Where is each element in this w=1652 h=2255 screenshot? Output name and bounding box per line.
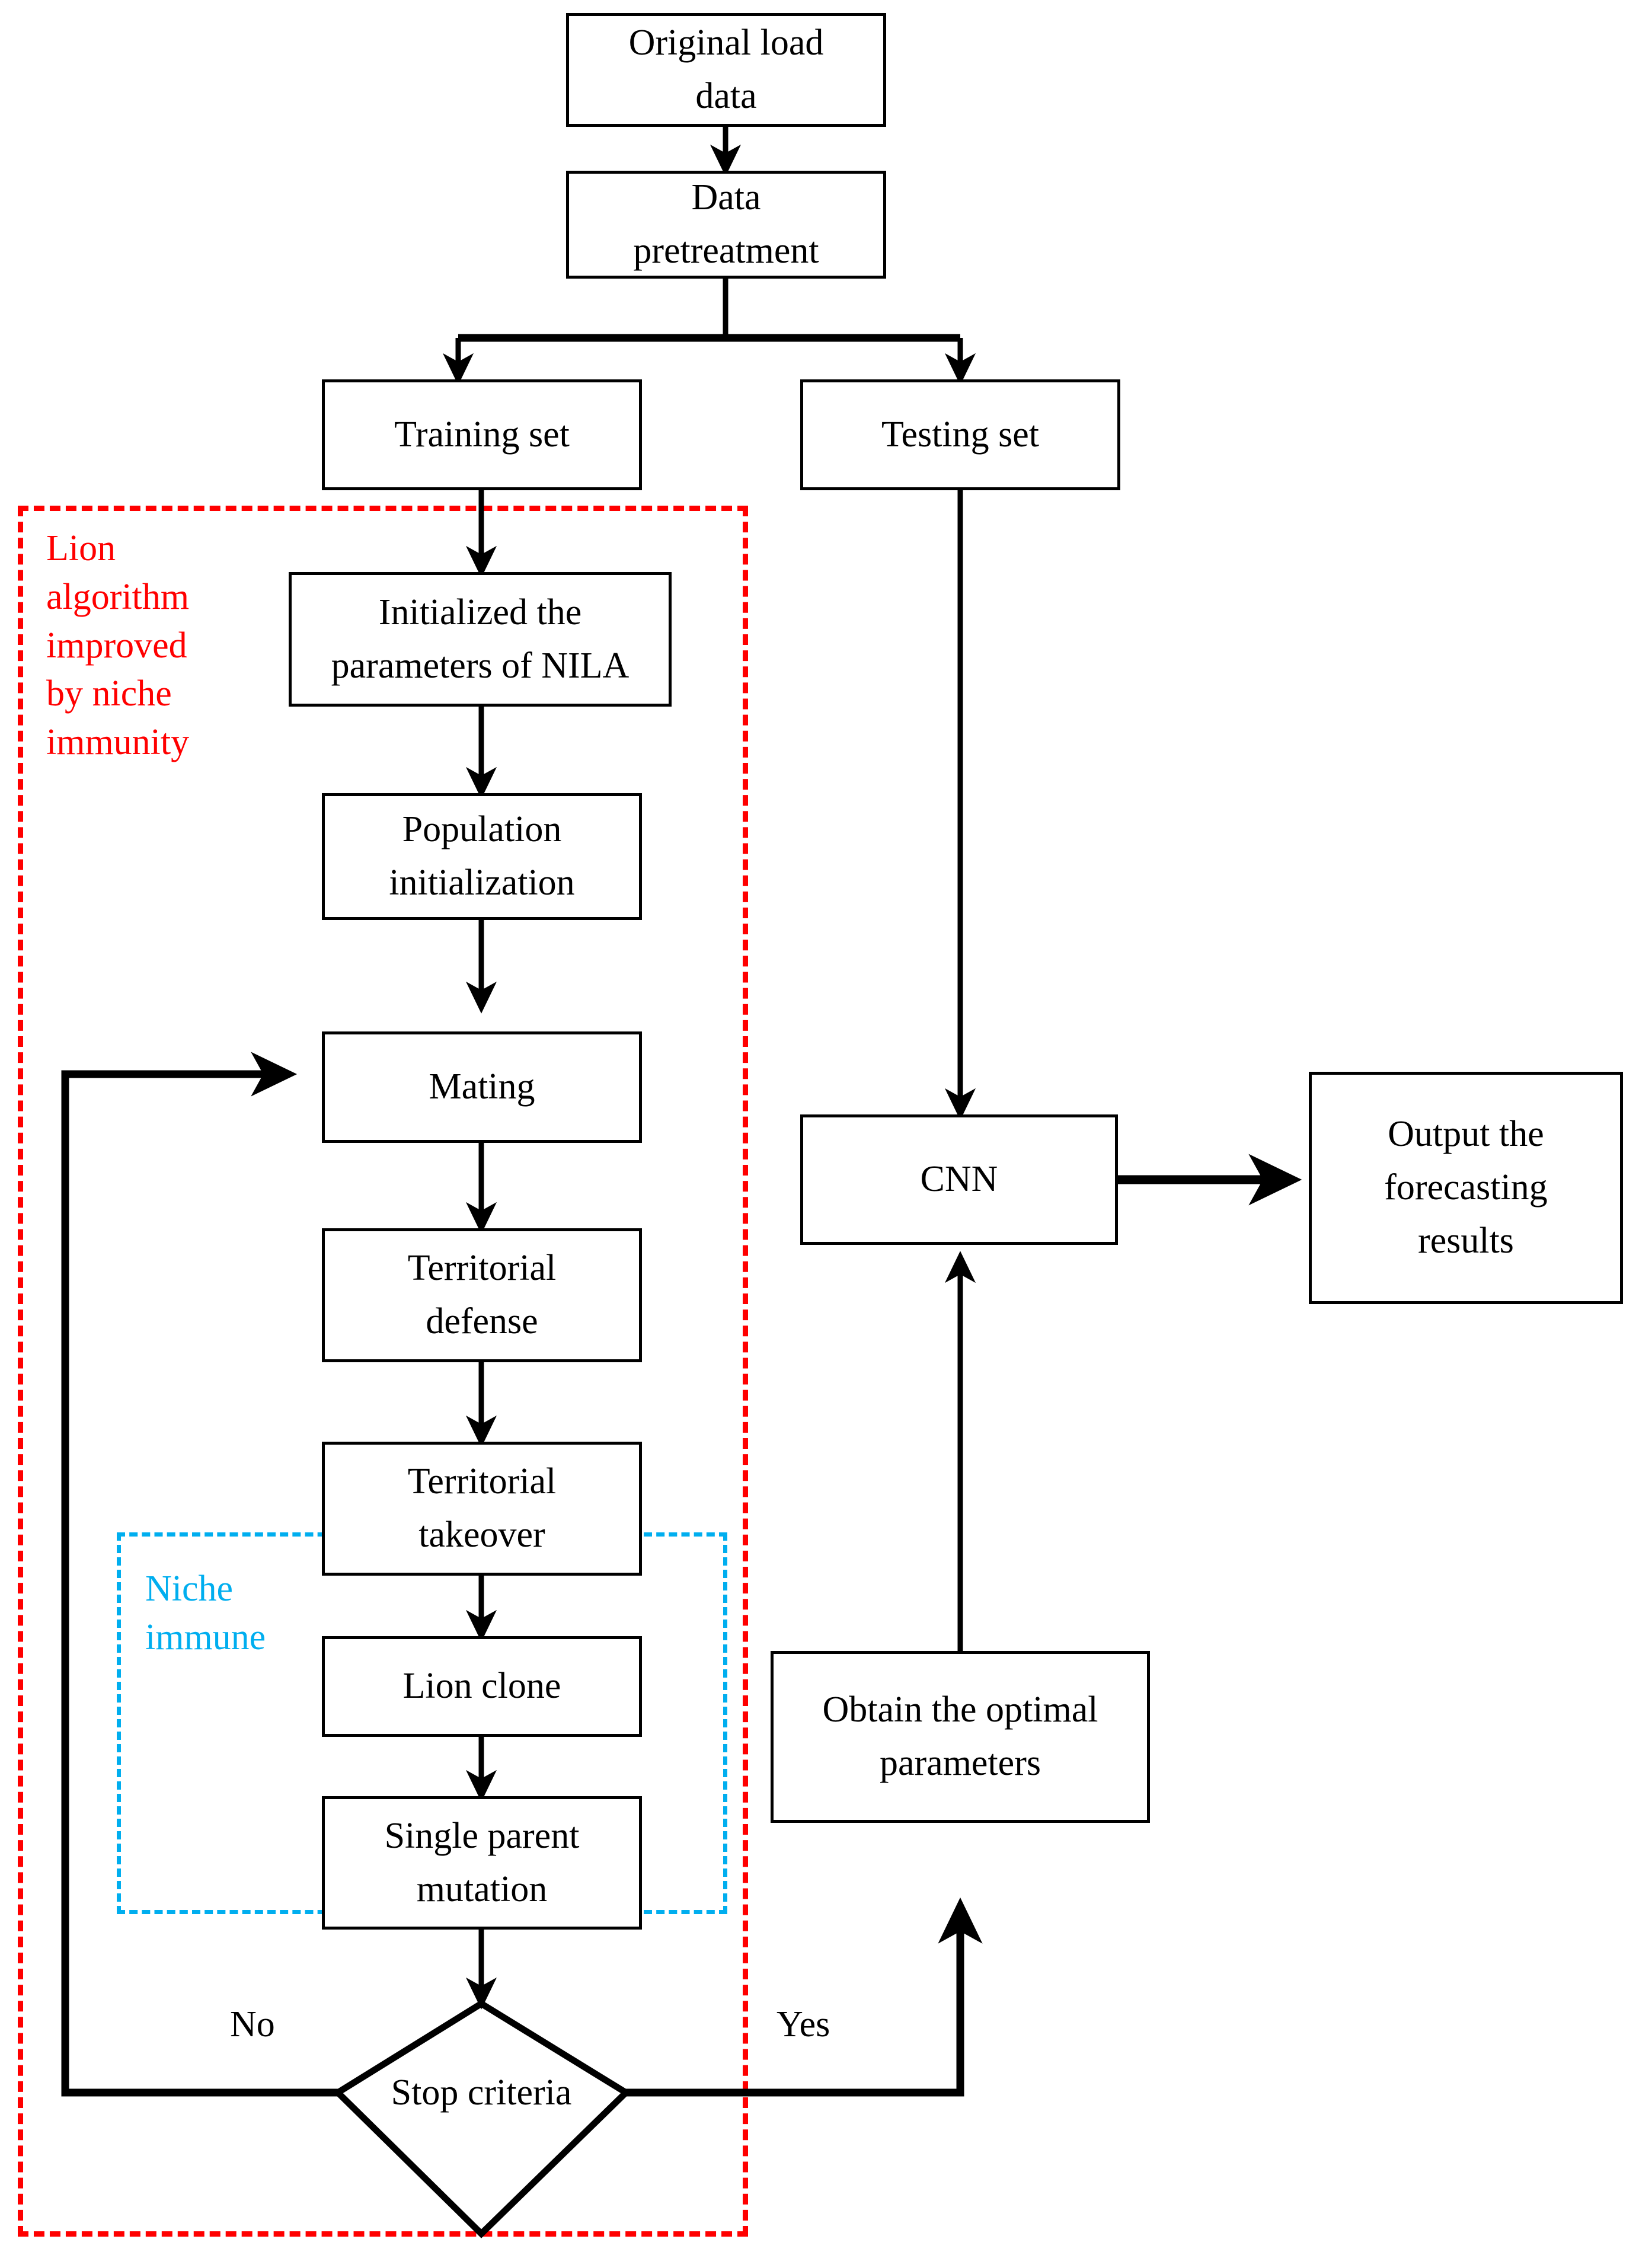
edge-label-yes: Yes (777, 2004, 830, 2045)
node-mating[interactable]: Mating (322, 1031, 642, 1143)
node-original-load-data[interactable]: Original load data (566, 13, 886, 127)
node-obtain-optimal-parameters[interactable]: Obtain the optimal parameters (771, 1651, 1150, 1823)
node-testing-set[interactable]: Testing set (800, 379, 1120, 490)
node-stop-criteria[interactable]: Stop criteria (363, 2057, 600, 2128)
node-output-forecasting-results[interactable]: Output the forecasting results (1309, 1072, 1623, 1304)
node-label: Territorial defense (407, 1248, 557, 1341)
group-label-lion-algorithm: Lion algorithm improved by niche immunit… (46, 528, 190, 763)
node-data-pretreatment[interactable]: Data pretreatment (566, 171, 886, 279)
node-label: Output the forecasting results (1384, 1114, 1548, 1261)
node-population-initialization[interactable]: Population initialization (322, 793, 642, 920)
node-cnn[interactable]: CNN (800, 1114, 1118, 1245)
node-training-set[interactable]: Training set (322, 379, 642, 490)
node-initialized-parameters[interactable]: Initialized the parameters of NILA (289, 572, 672, 707)
node-single-parent-mutation[interactable]: Single parent mutation (322, 1796, 642, 1930)
node-label: Stop criteria (391, 2072, 572, 2113)
node-lion-clone[interactable]: Lion clone (322, 1636, 642, 1737)
node-territorial-defense[interactable]: Territorial defense (322, 1228, 642, 1362)
node-label: Obtain the optimal parameters (822, 1689, 1098, 1783)
group-label-niche-immune: Niche immune (145, 1569, 266, 1657)
node-label: Single parent mutation (384, 1815, 580, 1909)
node-label: CNN (920, 1159, 998, 1200)
node-label: Testing set (881, 414, 1039, 455)
node-label: Territorial takeover (407, 1461, 557, 1555)
node-label: Lion clone (402, 1666, 561, 1707)
node-label: Population initialization (389, 809, 575, 903)
node-label: Mating (429, 1066, 535, 1107)
node-label: Initialized the parameters of NILA (331, 592, 630, 686)
node-label: Original load data (628, 23, 824, 116)
node-label: Training set (394, 414, 570, 455)
node-label: Data pretreatment (633, 177, 819, 271)
edge-label-no: No (230, 2004, 275, 2045)
node-territorial-takeover[interactable]: Territorial takeover (322, 1442, 642, 1576)
